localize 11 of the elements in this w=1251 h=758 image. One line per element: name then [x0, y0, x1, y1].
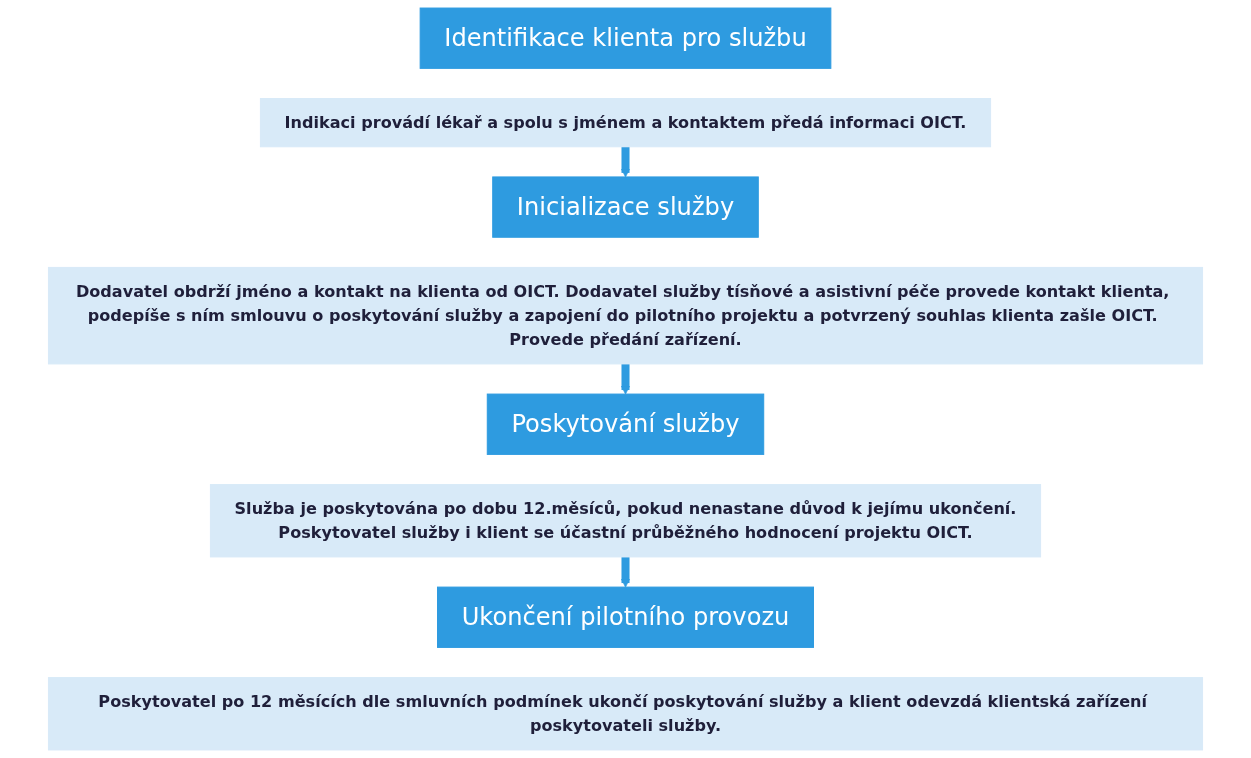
- arrow: [621, 555, 630, 588]
- node-box: Inicializace služby: [492, 176, 759, 238]
- node-box: Dodavatel obdrží jméno a kontakt na klienta od OICT. Dodavatel služby tísňové a asistivní péče provede kontakt klienta, podepíše s ním smlouvu o poskytování služby a zapojení do pilotního projektu a potvrzený souhlas klienta zašle OICT. Provede předání zařízení.: [47, 266, 1204, 365]
- arrow: [621, 362, 630, 395]
- node-box: Indikaci provádí lékař a spolu s jménem a kontaktem předá informaci OICT.: [259, 98, 992, 148]
- arrow: [621, 145, 630, 178]
- node-box: Poskytovatel po 12 měsících dle smluvních podmínek ukončí poskytování služby a klient odevzdá klientská zařízení poskytovateli služby.: [47, 677, 1204, 751]
- node-box: Služba je poskytována po dobu 12.měsíců, pokud nenastane důvod k jejímu ukončení. Poskytovatel služby i klient se účastní průběžného hodnocení projektu OICT.: [209, 484, 1042, 558]
- node-box: Identifikace klienta pro službu: [419, 7, 832, 69]
- node-box: Ukončení pilotního provozu: [437, 586, 814, 648]
- node-box: Poskytování služby: [486, 393, 765, 455]
